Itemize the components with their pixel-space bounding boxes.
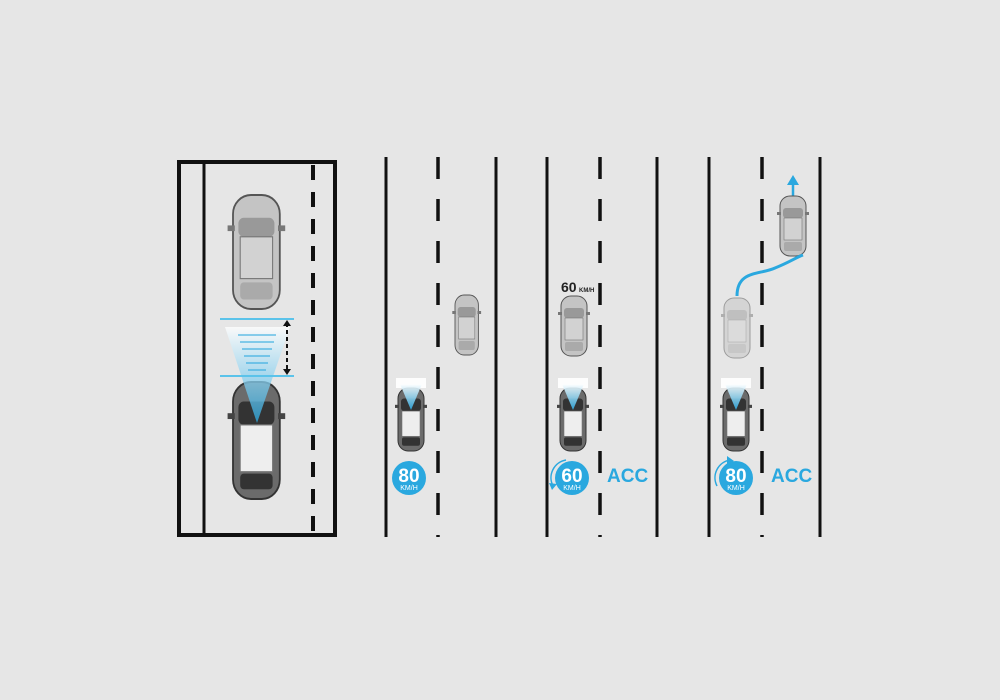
lane-change-path [735,253,804,297]
radar-beam [725,384,747,410]
radar-beam [400,384,422,410]
accelerate-arrow-icon [714,459,731,487]
panel-3-acc-following: 60 KM/H 60 KM/H ACC [545,157,659,537]
speed-value: 80 [725,466,746,487]
speed-badge: 60 KM/H [555,461,589,495]
lead-car-speed: 60 [561,279,577,295]
decelerate-arrow-head [549,483,557,490]
speed-badge: 80 KM/H [719,461,753,495]
previous-lead-car-ghost [720,297,754,359]
road-border [177,160,337,537]
lead-car-changing-lane [776,195,810,257]
lead-car-speed-unit: KM/H [579,288,594,294]
radar-beam [562,384,584,410]
decelerate-arrow-icon [550,459,567,487]
acc-label: ACC [771,466,812,487]
lead-car [226,194,287,310]
speed-unit: KM/H [563,485,581,492]
speed-unit: KM/H [400,485,418,492]
speed-unit: KM/H [727,485,745,492]
other-car [451,294,482,356]
radar-glow [396,378,426,388]
radar-glow [558,378,588,388]
arrow-up-icon [787,175,799,185]
speed-value: 80 [398,466,419,487]
distance-arrow-head-down [283,369,291,375]
panel-1-following-distance [177,160,337,537]
panel-4-acc-resume: 80 KM/H ACC [707,157,822,537]
speed-value: 60 [561,466,582,487]
panel-2-cruise: 80 KM/H [384,157,498,537]
acc-label: ACC [607,466,648,487]
lead-car [557,295,591,357]
accelerate-arrow-head [727,456,734,464]
distance-arrow-head-up [283,320,291,326]
radar-stripes [238,334,276,371]
speed-badge: 80 KM/H [392,461,426,495]
radar-glow [721,378,751,388]
